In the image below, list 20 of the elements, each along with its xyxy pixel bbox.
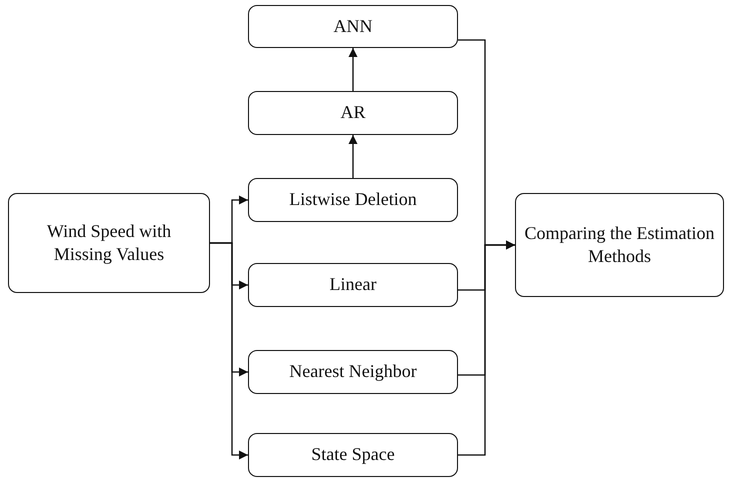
process-box bbox=[248, 5, 458, 48]
box-label: Listwise Deletion bbox=[289, 188, 417, 212]
process-box bbox=[248, 178, 458, 222]
box-label: Nearest Neighbor bbox=[289, 360, 417, 384]
box-label: State Space bbox=[311, 443, 395, 466]
process-box bbox=[8, 193, 210, 293]
process-box bbox=[248, 433, 458, 477]
process-box bbox=[248, 91, 458, 135]
arrow bbox=[458, 240, 515, 456]
arrow bbox=[210, 242, 248, 460]
box-label: Comparing the Estimation Methods bbox=[524, 222, 715, 268]
box-label: Linear bbox=[330, 273, 376, 296]
box-label: ANN bbox=[334, 14, 372, 38]
arrow bbox=[348, 135, 358, 178]
box-label: AR bbox=[340, 101, 366, 124]
arrow bbox=[348, 48, 358, 91]
box-label: Wind Speed with Missing Values bbox=[46, 220, 172, 266]
process-box bbox=[515, 193, 724, 297]
process-box bbox=[248, 350, 458, 394]
process-box bbox=[248, 263, 458, 307]
